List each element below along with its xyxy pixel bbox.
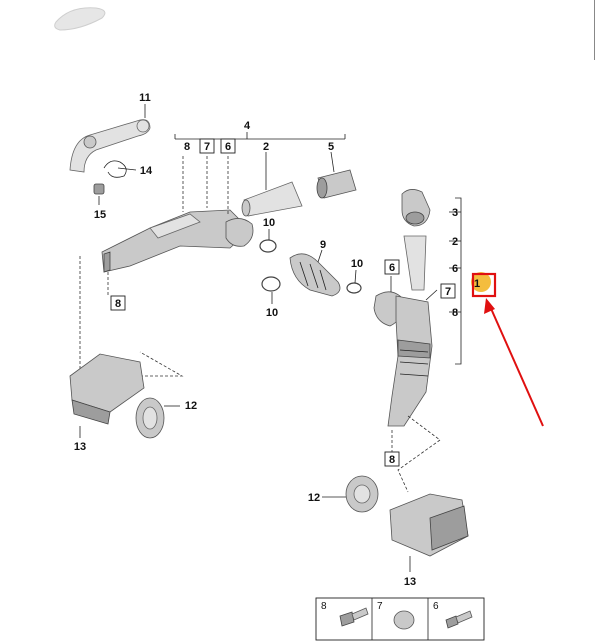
part-10-ring-c (346, 282, 362, 294)
part-1-marker[interactable] (471, 272, 491, 292)
part-12-seal-left (135, 397, 165, 439)
callout-box-6-right (384, 259, 400, 275)
fastener-label-7: 7 (377, 601, 383, 612)
callout-8-right-b: 8 (452, 307, 458, 319)
part-11-pipe (69, 119, 151, 173)
callout-13-right: 13 (404, 576, 416, 588)
callout-12-right: 12 (308, 492, 320, 504)
callout-1[interactable]: 1 (474, 278, 480, 290)
part-14-hose (103, 160, 127, 178)
part-2-cone-upper (241, 181, 303, 217)
callout-box-7-right (440, 283, 456, 299)
callout-7-upper: 7 (204, 141, 210, 153)
callout-box-6-upper (220, 138, 236, 154)
part-6-coupler-left (225, 218, 254, 247)
callout-6-right-b: 6 (452, 263, 458, 275)
fastener-panel (315, 597, 485, 641)
callout-14: 14 (140, 165, 153, 177)
fastener-label-8: 8 (321, 601, 327, 612)
callout-6-right: 6 (389, 262, 395, 274)
part-3-funnel (401, 189, 431, 227)
part-8-right-duct (387, 295, 433, 427)
highlight-box (471, 272, 497, 298)
callout-12-left: 12 (185, 400, 197, 412)
callout-box-7-upper (199, 138, 215, 154)
guide-right (391, 415, 441, 493)
callout-box-8-right (384, 451, 400, 467)
callout-13-left: 13 (74, 441, 86, 453)
callout-6-upper: 6 (225, 141, 231, 153)
callout-8-left: 8 (115, 298, 121, 310)
callout-3: 3 (452, 207, 458, 219)
part-15-clip (93, 183, 105, 195)
part-2-cone-right (403, 235, 427, 291)
callout-10-b: 10 (266, 307, 278, 319)
fastener-label-6: 6 (433, 601, 439, 612)
callout-2-right: 2 (452, 236, 458, 248)
callout-box-8-left (110, 295, 126, 311)
part-13-housing-right (389, 493, 469, 557)
part-8-left-duct (101, 209, 251, 273)
window-edge (594, 0, 595, 60)
part-10-ring-b (261, 276, 281, 292)
part-10-ring-a (259, 239, 277, 253)
callout-8-right: 8 (389, 454, 395, 466)
part-13-housing-left (69, 353, 145, 425)
callout-2-upper: 2 (263, 141, 269, 153)
part-9-bellows (289, 253, 341, 297)
callout-5: 5 (328, 141, 334, 153)
part-5-intake-flange (316, 169, 357, 199)
thumbnail-icon[interactable] (54, 7, 106, 31)
callout-10-a: 10 (263, 217, 275, 229)
part-12-seal-right (345, 475, 379, 513)
callout-8-upper: 8 (184, 141, 190, 153)
callout-4: 4 (244, 120, 251, 132)
callout-11: 11 (139, 92, 151, 104)
callout-7-right: 7 (445, 286, 451, 298)
callout-10-c: 10 (351, 258, 363, 270)
red-arrow (484, 298, 544, 427)
callout-9: 9 (320, 239, 326, 251)
callout-15: 15 (94, 209, 106, 221)
